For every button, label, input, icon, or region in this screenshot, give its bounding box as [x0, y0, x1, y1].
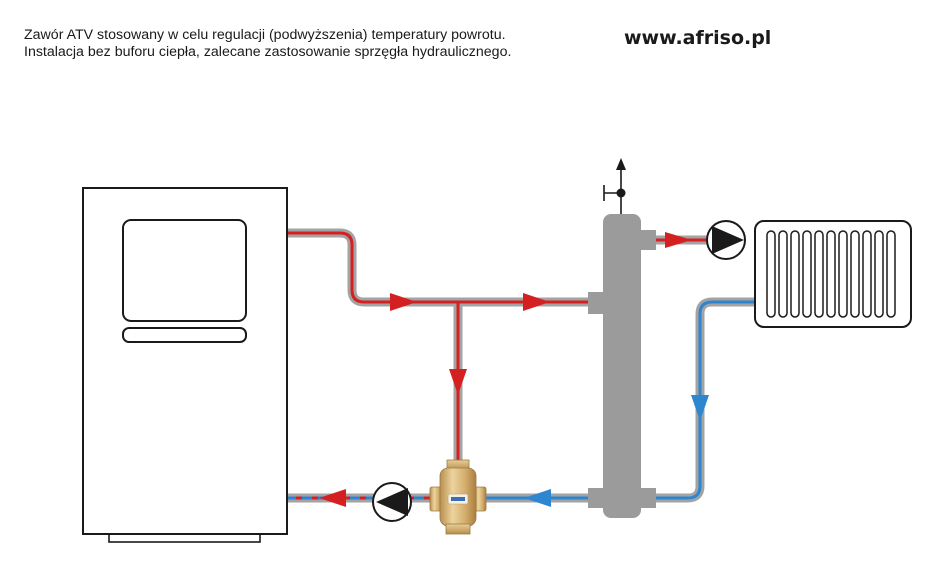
- separator-body: [603, 214, 641, 518]
- return-pipe-core: [288, 300, 755, 500]
- air-vent: [603, 158, 626, 214]
- caption-line-2: Instalacja bez buforu ciepła, zalecane z…: [24, 44, 512, 60]
- radiator-fin: [862, 230, 872, 318]
- radiator-fin: [874, 230, 884, 318]
- hydraulic-separator: [588, 214, 656, 518]
- supply-arrow-down: [449, 369, 467, 395]
- website-label: www.afriso.pl: [624, 27, 772, 49]
- separator-stub-left: [588, 292, 606, 314]
- air-vent-arrow-icon: [616, 158, 626, 170]
- boiler-display: [122, 219, 247, 322]
- supply-pipe-core: [288, 231, 710, 462]
- radiator-fins: [766, 230, 896, 318]
- radiator-fin: [826, 230, 836, 318]
- supply-pipe-boiler-to-separator: [288, 231, 590, 304]
- radiator-fin: [778, 230, 788, 318]
- boiler-circuit-pump: [372, 482, 412, 522]
- radiator-fin: [814, 230, 824, 318]
- supply-pipe-boiler-to-separator-shell: [288, 228, 590, 307]
- caption: Zawór ATV stosowany w celu regulacji (po…: [24, 27, 511, 61]
- heating-pump-triangle-icon: [712, 226, 744, 254]
- return-arrow-down: [691, 395, 709, 421]
- supply-arrow-right-1: [390, 293, 417, 311]
- return-pipe-shell: [288, 297, 755, 503]
- valve-label-mark: [451, 497, 465, 501]
- supply-arrow-right-2: [523, 293, 550, 311]
- return-arrow-left: [524, 489, 551, 507]
- radiator-fin: [838, 230, 848, 318]
- boiler-pump-triangle-icon: [376, 488, 408, 516]
- atv-three-way-valve: [429, 459, 487, 535]
- flow-arrows: [319, 232, 709, 507]
- radiator-fin: [790, 230, 800, 318]
- separator-stub-bottom-left: [588, 488, 606, 508]
- valve-bottom-port: [445, 523, 471, 535]
- supply-arrow-radiator: [665, 232, 692, 248]
- radiator-fin: [850, 230, 860, 318]
- boiler: [82, 187, 288, 543]
- return-arrow-left-boiler-red: [319, 489, 346, 507]
- radiator-fin: [766, 230, 776, 318]
- heating-circuit-pump: [706, 220, 746, 260]
- radiator-fin: [802, 230, 812, 318]
- caption-line-1: Zawór ATV stosowany w celu regulacji (po…: [24, 27, 506, 43]
- radiator: [754, 220, 912, 328]
- radiator-fin: [886, 230, 896, 318]
- boiler-control-bar: [122, 327, 247, 343]
